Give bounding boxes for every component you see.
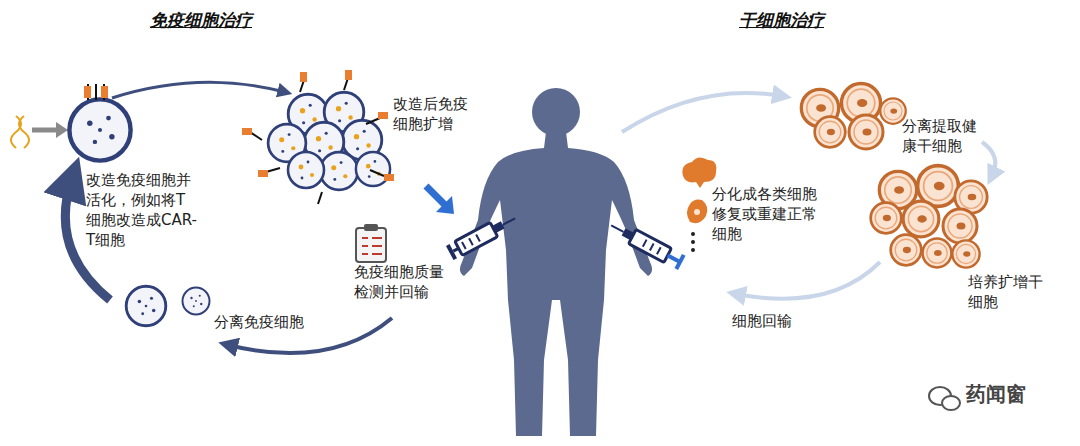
step-label: 培养扩增干细胞	[968, 272, 1050, 312]
step-label: 改造免疫细胞并活化，例如将T细胞改造成CAR-T细胞	[86, 170, 198, 250]
step-label: 免疫细胞质量检测并回输	[354, 262, 450, 302]
step-label: 分离提取健康干细胞	[902, 116, 984, 156]
section-title: 免疫细胞治疗	[150, 10, 252, 30]
step-label: 分离免疫细胞	[214, 312, 304, 332]
step-label: 改造后免疫细胞扩增	[393, 94, 475, 134]
section-title: 干细胞治疗	[739, 10, 824, 30]
watermark: 药闻窗	[966, 384, 1026, 404]
step-label: 细胞回输	[732, 311, 792, 331]
step-label: 分化成各类细胞修复或重建正常细胞	[712, 184, 824, 244]
